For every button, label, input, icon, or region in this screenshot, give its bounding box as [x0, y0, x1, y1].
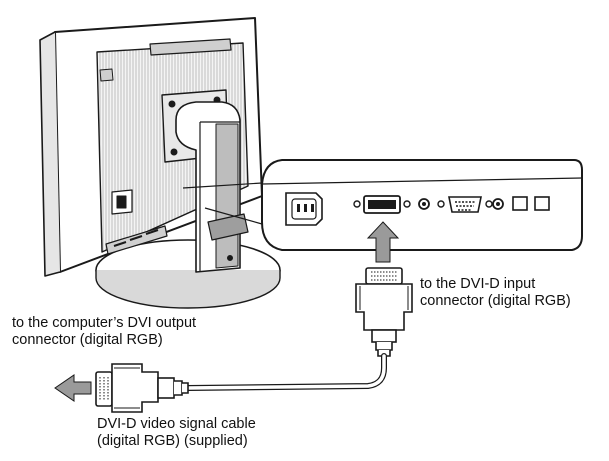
computer-output-label-line1: to the computer’s DVI output — [12, 315, 197, 331]
stand-base — [95, 239, 281, 309]
dvi-input-port — [353, 195, 411, 214]
dvi-input-label: to the DVI-D input connector (digital RG… — [420, 276, 571, 310]
zoom-lines — [182, 182, 263, 225]
cable-label-line2: (digital RGB) (supplied) — [97, 433, 248, 449]
cable-label: DVI-D video signal cable (digital RGB) (… — [97, 416, 256, 450]
dvi-input-label-line1: to the DVI-D input — [420, 276, 536, 292]
connector-panel-icon — [261, 159, 583, 251]
computer-output-label: to the computer’s DVI output connector (… — [12, 315, 196, 349]
dvi-plug-icon — [355, 267, 413, 357]
vga-port — [437, 196, 493, 213]
ac-inlet — [285, 192, 323, 226]
dvi-cable — [185, 353, 387, 391]
cable-label-line1: DVI-D video signal cable — [97, 416, 256, 432]
arrow-to-computer — [54, 374, 92, 402]
dvi-plug-computer-icon — [95, 363, 189, 413]
dvi-input-label-line2: connector (digital RGB) — [420, 293, 571, 309]
computer-output-label-line2: connector (digital RGB) — [12, 332, 163, 348]
arrow-to-dvi-input — [366, 221, 400, 263]
monitor-icon — [39, 17, 281, 309]
